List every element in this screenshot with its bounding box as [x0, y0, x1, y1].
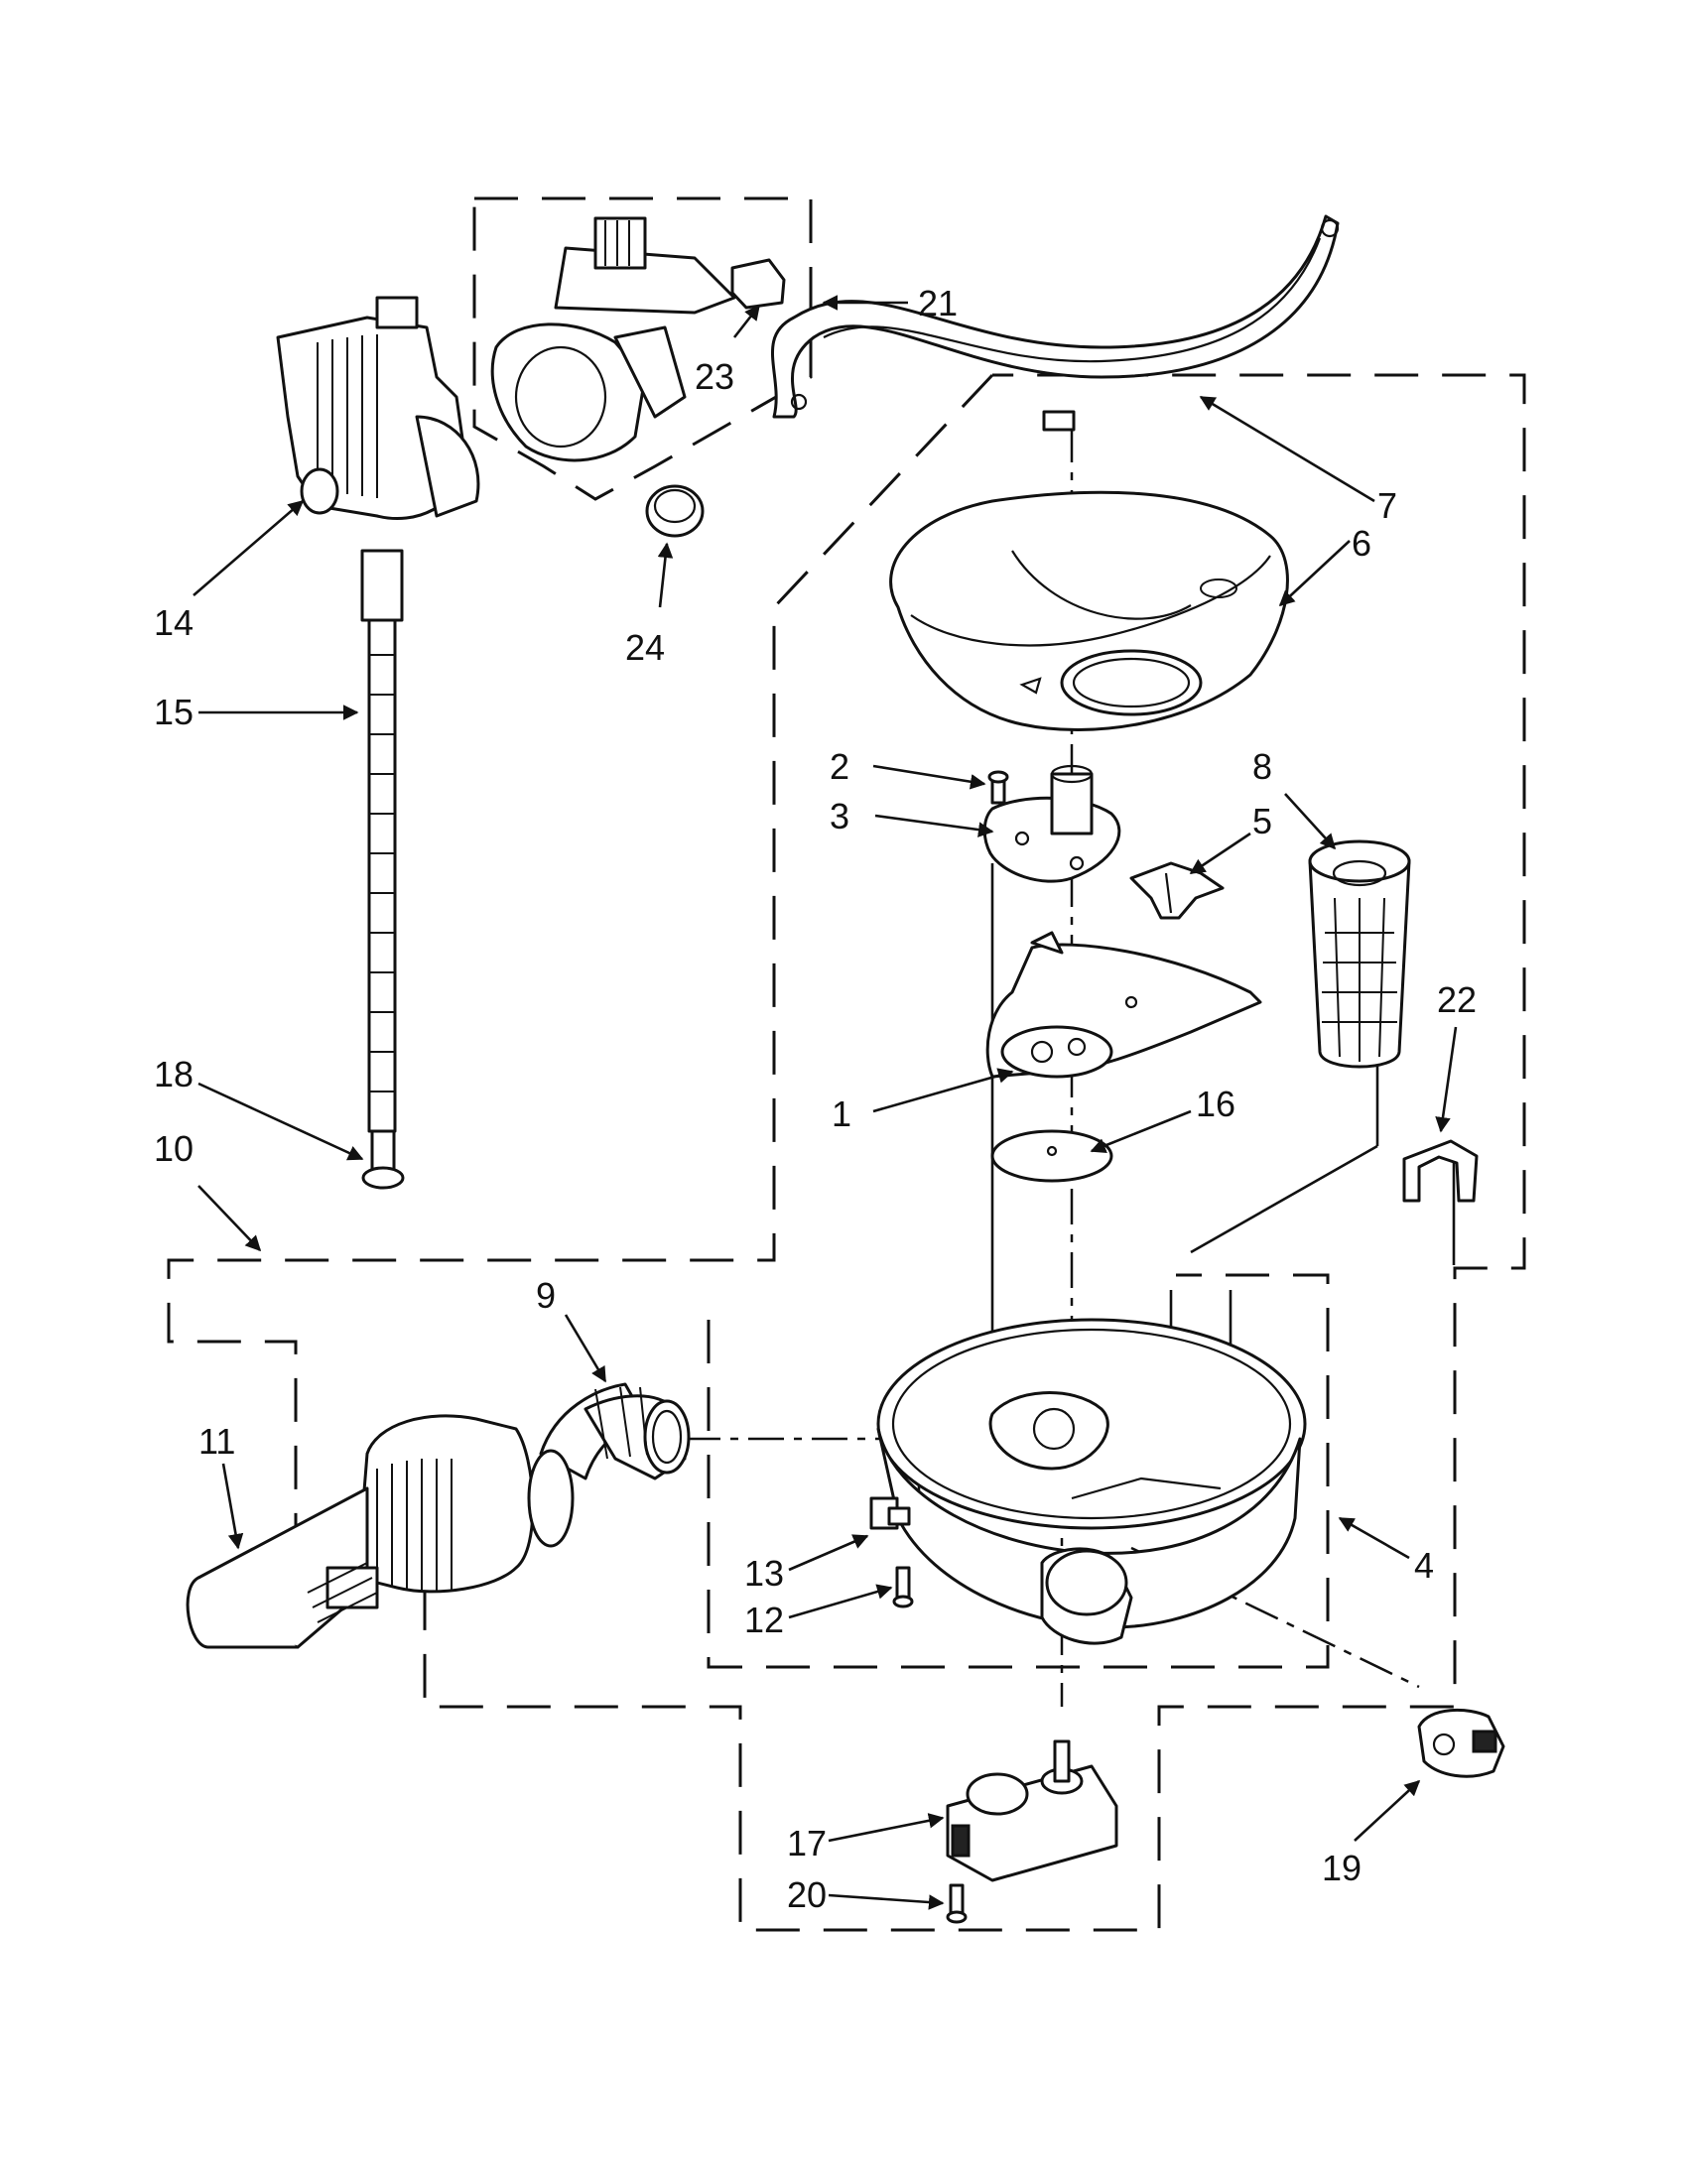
- group-outline-10: [167, 373, 1526, 1932]
- callout-labels: 1 2 3 4 5 6 7 8 9 10 11 12 13 14 15 16 1…: [154, 283, 1477, 1915]
- callout-14: 14: [154, 602, 194, 643]
- callout-5: 5: [1252, 801, 1272, 841]
- clamp-part-18: [361, 1166, 405, 1190]
- switch-part-19: [1417, 1708, 1505, 1778]
- callout-15: 15: [154, 692, 194, 732]
- callout-18: 18: [154, 1054, 194, 1094]
- mount-part-3: [982, 764, 1121, 883]
- sensor-part-23: [730, 258, 786, 310]
- clip-part-5: [1129, 861, 1225, 920]
- drain-pump-part-14: [276, 296, 480, 521]
- sensor-part-13: [869, 1496, 911, 1530]
- callout-1: 1: [832, 1093, 851, 1134]
- housing-part-21: [490, 216, 736, 462]
- group-outline-4: [707, 1273, 1330, 1669]
- screw-part-20: [946, 1883, 968, 1924]
- hose-part-9: [539, 1382, 691, 1480]
- leader-lines: [193, 295, 1458, 1910]
- callout-20: 20: [787, 1874, 827, 1915]
- callout-2: 2: [830, 746, 849, 787]
- shield-part-6: [889, 490, 1289, 732]
- callout-23: 23: [695, 356, 734, 397]
- screw-part-12: [892, 1566, 914, 1608]
- filter-part-8: [1308, 839, 1411, 1069]
- callout-7: 7: [1377, 485, 1397, 526]
- screw-part-2: [987, 770, 1009, 805]
- callout-9: 9: [536, 1275, 556, 1316]
- callout-17: 17: [787, 1823, 827, 1863]
- manifold-part-1: [985, 931, 1262, 1079]
- bracket-part-22: [1402, 1139, 1479, 1203]
- sump-part-4: [876, 1318, 1307, 1645]
- callout-13: 13: [744, 1553, 784, 1594]
- callout-11: 11: [198, 1421, 235, 1462]
- diverter-motor-part-17: [946, 1739, 1118, 1882]
- callout-6: 6: [1352, 523, 1371, 564]
- cap-part-24: [645, 484, 705, 538]
- drain-hose-part-15: [360, 549, 404, 1173]
- callout-4: 4: [1414, 1545, 1434, 1586]
- pump-motor-part-11: [186, 1414, 575, 1649]
- callout-24: 24: [625, 627, 665, 668]
- group-outline-21: [472, 196, 813, 501]
- disc-part-16: [990, 1129, 1113, 1183]
- callout-10: 10: [154, 1128, 194, 1169]
- callout-21: 21: [918, 283, 958, 323]
- callout-12: 12: [744, 1600, 784, 1640]
- callout-3: 3: [830, 796, 849, 836]
- callout-22: 22: [1437, 979, 1477, 1020]
- callout-16: 16: [1196, 1084, 1235, 1124]
- spray-arm-part-7: [771, 214, 1340, 432]
- callout-19: 19: [1322, 1848, 1362, 1888]
- callout-8: 8: [1252, 746, 1272, 787]
